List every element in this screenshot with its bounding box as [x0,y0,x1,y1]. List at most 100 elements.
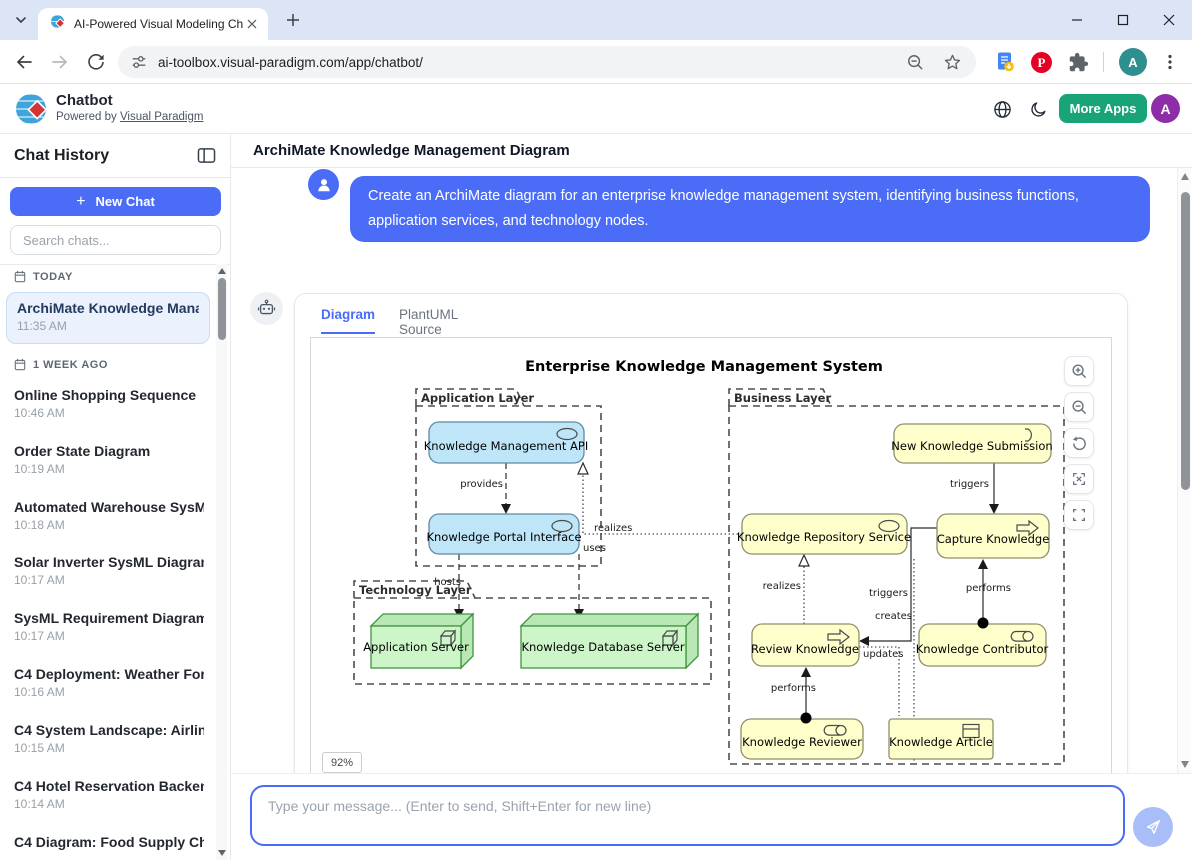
zoom-out-button[interactable] [1064,392,1094,422]
site-favicon [48,14,67,35]
chat-list-item[interactable]: Order State Diagram 10:19 AM [14,443,151,476]
plus-icon: + [76,192,86,210]
sidebar-title: Chat History [14,146,110,164]
diagram-result-card: Diagram PlantUML Source Application Laye… [294,293,1128,773]
extensions-puzzle-icon[interactable] [1066,50,1090,74]
archimate-diagram: Application Layer Business Layer Technol [353,359,1065,765]
diagram-viewport[interactable]: Application Layer Business Layer Technol [310,337,1112,773]
docs-offline-extension-icon[interactable] [993,50,1017,74]
visual-paradigm-link[interactable]: Visual Paradigm [119,111,204,123]
scrollbar-thumb[interactable] [1180,192,1190,490]
chat-list-item-selected[interactable]: ArchiMate Knowledge Mana... 11:35 AM [6,292,210,344]
expand-button[interactable] [1064,464,1094,494]
node-knowledge-portal-interface: Knowledge Portal Interface [426,513,582,555]
node-knowledge-management-api: Knowledge Management API [424,421,588,464]
chat-group-1-week-ago: 1 WEEK AGO [14,358,108,371]
reload-button[interactable] [84,50,108,74]
diagram-title: Enterprise Knowledge Management System [525,359,883,375]
chat-group-today: TODAY [14,270,73,283]
zoom-in-button[interactable] [1064,356,1094,386]
app-header: Chatbot Powered by Visual Paradigm More … [0,84,1192,134]
node-knowledge-repository-service: Knowledge Repository Service [737,513,911,555]
message-input-bar [231,773,1192,860]
svg-text:performs: performs [771,683,816,694]
zoom-level-icon[interactable] [906,53,925,72]
chat-list-item[interactable]: C4 Diagram: Food Supply Ch... [14,834,204,850]
svg-text:creates: creates [875,611,912,622]
chat-list-item[interactable]: C4 Deployment: Weather For... 10:16 AM [14,666,204,699]
user-message-avatar [308,169,339,200]
window-minimize-button[interactable] [1054,0,1100,40]
scrollbar-thumb[interactable] [217,278,226,340]
svg-text:Knowledge Contributor: Knowledge Contributor [916,642,1049,656]
url-bar[interactable]: ai-toolbox.visual-paradigm.com/app/chatb… [118,46,976,78]
visual-paradigm-logo [10,91,52,132]
group-application-layer: Application Layer [415,388,602,567]
svg-text:Review Knowledge: Review Knowledge [751,642,859,656]
reset-view-button[interactable] [1064,428,1094,458]
diagram-edge-labels: provides realizes uses hosts triggers tr… [434,479,1011,694]
chat-list-item[interactable]: C4 Hotel Reservation Backend 10:14 AM [14,778,204,811]
collapse-sidebar-icon[interactable] [197,147,216,164]
page-scrollbar[interactable] [1177,168,1191,773]
conversation-header: ArchiMate Knowledge Management Diagram [231,134,1192,168]
svg-text:Business Layer: Business Layer [734,391,831,405]
browser-menu-kebab-icon[interactable] [1158,50,1182,74]
scroll-down-arrow[interactable] [217,850,226,856]
fullscreen-button[interactable] [1064,500,1094,530]
assistant-avatar [250,292,283,325]
new-chat-button[interactable]: +New Chat [10,187,221,216]
conversation-title: ArchiMate Knowledge Management Diagram [253,142,570,159]
chat-list-item[interactable]: Automated Warehouse SysM... 10:18 AM [14,499,204,532]
new-tab-button[interactable] [282,9,304,31]
svg-text:realizes: realizes [594,523,632,534]
scroll-down-arrow[interactable] [1181,761,1189,768]
svg-text:Knowledge Reviewer: Knowledge Reviewer [742,735,862,749]
window-maximize-button[interactable] [1100,0,1146,40]
chat-list-item[interactable]: Online Shopping Sequence 10:46 AM [14,387,197,420]
language-globe-icon[interactable] [992,99,1012,119]
tab-close-icon[interactable] [244,16,260,32]
browser-tab[interactable]: AI-Powered Visual Modeling Ch [38,8,268,40]
chat-list-item[interactable]: Solar Inverter SysML Diagram 10:17 AM [14,554,204,587]
user-account-avatar[interactable]: A [1151,94,1180,123]
bookmark-star-icon[interactable] [943,53,962,72]
chat-messages-area[interactable]: Create an ArchiMate diagram for an enter… [231,168,1192,773]
svg-text:hosts: hosts [434,577,461,588]
node-knowledge-article: Knowledge Article [888,718,994,760]
more-apps-button[interactable]: More Apps [1059,94,1147,123]
send-button[interactable] [1133,807,1173,847]
scroll-up-arrow[interactable] [217,268,226,274]
sidebar-scrollbar[interactable] [216,264,227,860]
site-settings-icon[interactable] [130,53,148,71]
send-plane-icon [1146,820,1160,834]
window-close-button[interactable] [1146,0,1192,40]
svg-text:uses: uses [583,543,606,554]
message-input[interactable] [250,785,1125,846]
chat-list-item[interactable]: SysML Requirement Diagram... 10:17 AM [14,610,204,643]
zoom-level-badge: 92% [322,752,362,773]
scroll-up-arrow[interactable] [1181,173,1189,180]
svg-text:Knowledge Repository Service: Knowledge Repository Service [737,530,911,544]
url-text[interactable]: ai-toolbox.visual-paradigm.com/app/chatb… [158,54,423,70]
svg-text:Knowledge Article: Knowledge Article [889,735,993,749]
dark-mode-moon-icon[interactable] [1029,99,1049,119]
chat-list-item[interactable]: C4 System Landscape: Airline... 10:15 AM [14,722,204,755]
node-knowledge-reviewer: Knowledge Reviewer [740,718,864,760]
browser-profile-avatar[interactable]: A [1119,48,1147,76]
calendar-icon [14,358,26,371]
group-business-layer: Business Layer [728,388,1065,765]
forward-button[interactable] [48,50,72,74]
chat-list: TODAY ArchiMate Knowledge Mana... 11:35 … [0,264,230,860]
back-button[interactable] [12,50,36,74]
tab-diagram[interactable]: Diagram [321,307,376,334]
tab-list-chevron-icon[interactable] [10,9,32,31]
svg-text:triggers: triggers [950,479,989,490]
pinterest-extension-icon[interactable]: P [1029,50,1053,74]
node-knowledge-contributor: Knowledge Contributor [916,623,1049,667]
node-review-knowledge: Review Knowledge [751,623,860,667]
tab-plantuml-source[interactable]: PlantUML Source [399,307,458,337]
node-application-server: Application Server [363,612,475,670]
toolbar-separator [1103,52,1104,72]
search-chats-input[interactable] [10,225,221,255]
